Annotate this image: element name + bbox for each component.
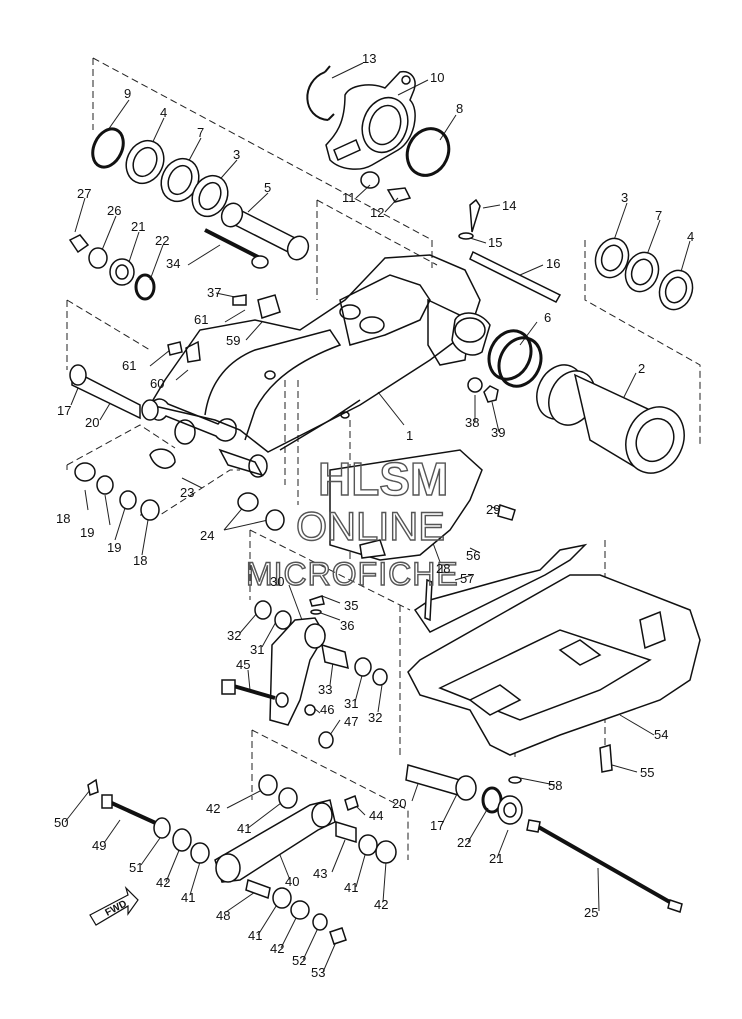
callout: 28 bbox=[436, 561, 450, 576]
watermark-line-1: HLSM bbox=[318, 453, 448, 505]
callout: 33 bbox=[318, 682, 332, 697]
callout: 7 bbox=[655, 208, 662, 223]
callout: 13 bbox=[362, 51, 376, 66]
right-eccentric-assembly bbox=[451, 198, 694, 474]
callout: 61 bbox=[122, 358, 136, 373]
callout: 22 bbox=[155, 233, 169, 248]
callout: 37 bbox=[207, 285, 221, 300]
callout: 17 bbox=[57, 403, 71, 418]
callout: 55 bbox=[640, 765, 654, 780]
callout: 20 bbox=[85, 415, 99, 430]
swingarm bbox=[148, 254, 481, 478]
fwd-label: FWD bbox=[104, 898, 129, 918]
callout: 6 bbox=[544, 310, 551, 325]
callout: 3 bbox=[621, 190, 628, 205]
leader-lines bbox=[64, 62, 691, 973]
callout: 16 bbox=[546, 256, 560, 271]
callout: 3 bbox=[233, 147, 240, 162]
callout: 45 bbox=[236, 657, 250, 672]
callout: 22 bbox=[457, 835, 471, 850]
callout: 38 bbox=[465, 415, 479, 430]
callout: 41 bbox=[344, 880, 358, 895]
upper-left-bearing-set bbox=[68, 127, 310, 363]
callout: 49 bbox=[92, 838, 106, 853]
callout: 19 bbox=[107, 540, 121, 555]
callout: 30 bbox=[270, 574, 284, 589]
callout: 42 bbox=[206, 801, 220, 816]
callout: 36 bbox=[340, 618, 354, 633]
callout: 1 bbox=[406, 428, 413, 443]
callout: 42 bbox=[270, 941, 284, 956]
callout: 56 bbox=[466, 548, 480, 563]
callout: 24 bbox=[200, 528, 214, 543]
callout: 57 bbox=[460, 571, 474, 586]
callout: 31 bbox=[344, 696, 358, 711]
callout: 42 bbox=[156, 875, 170, 890]
forward-direction-marker: FWD bbox=[89, 885, 139, 926]
callout: 41 bbox=[248, 928, 262, 943]
callout: 2 bbox=[638, 361, 645, 376]
callout: 42 bbox=[374, 897, 388, 912]
callout: 17 bbox=[430, 818, 444, 833]
callout: 12 bbox=[370, 205, 384, 220]
callout: 35 bbox=[344, 598, 358, 613]
callout: 52 bbox=[292, 953, 306, 968]
watermark: HLSM ONLINE MICROFICHE bbox=[245, 452, 459, 592]
left-mid-small-parts bbox=[69, 364, 285, 531]
callout: 44 bbox=[369, 808, 383, 823]
watermark-line-3: MICROFICHE bbox=[246, 556, 459, 592]
callout: 18 bbox=[133, 553, 147, 568]
callout: 34 bbox=[166, 256, 180, 271]
callout: 4 bbox=[160, 105, 167, 120]
callout: 21 bbox=[489, 851, 503, 866]
callout: 47 bbox=[344, 714, 358, 729]
callout: 5 bbox=[264, 180, 271, 195]
callout: 51 bbox=[129, 860, 143, 875]
connecting-rod-assembly bbox=[87, 764, 683, 945]
callout: 32 bbox=[227, 628, 241, 643]
callout: 41 bbox=[181, 890, 195, 905]
callout: 29 bbox=[486, 502, 500, 517]
callout: 20 bbox=[392, 796, 406, 811]
relay-arm-assembly bbox=[221, 595, 388, 749]
callout-labels: 1 2 3 3 4 4 5 6 7 7 8 9 10 11 12 13 14 1… bbox=[54, 51, 694, 980]
callout: 15 bbox=[488, 235, 502, 250]
callout: 41 bbox=[237, 821, 251, 836]
callout: 4 bbox=[687, 229, 694, 244]
callout: 21 bbox=[131, 219, 145, 234]
callout: 46 bbox=[320, 702, 334, 717]
chain-guide-and-skid-plate bbox=[329, 449, 701, 784]
callout: 54 bbox=[654, 727, 668, 742]
callout: 18 bbox=[56, 511, 70, 526]
callout: 9 bbox=[124, 86, 131, 101]
callout: 48 bbox=[216, 908, 230, 923]
callout: 27 bbox=[77, 186, 91, 201]
callout: 50 bbox=[54, 815, 68, 830]
callout: 31 bbox=[250, 642, 264, 657]
callout: 60 bbox=[150, 376, 164, 391]
callout: 10 bbox=[430, 70, 444, 85]
callout: 59 bbox=[226, 333, 240, 348]
callout: 61 bbox=[194, 312, 208, 327]
callout: 53 bbox=[311, 965, 325, 980]
callout: 11 bbox=[342, 190, 356, 205]
callout: 26 bbox=[107, 203, 121, 218]
callout: 19 bbox=[80, 525, 94, 540]
callout: 43 bbox=[313, 866, 327, 881]
watermark-line-2: ONLINE bbox=[296, 505, 445, 549]
callout: 14 bbox=[502, 198, 516, 213]
callout: 40 bbox=[285, 874, 299, 889]
callout: 39 bbox=[491, 425, 505, 440]
callout: 32 bbox=[368, 710, 382, 725]
callout: 8 bbox=[456, 101, 463, 116]
callout: 58 bbox=[548, 778, 562, 793]
callout: 25 bbox=[584, 905, 598, 920]
callout: 7 bbox=[197, 125, 204, 140]
caliper-bracket-assembly bbox=[306, 65, 451, 203]
callout: 23 bbox=[180, 485, 194, 500]
